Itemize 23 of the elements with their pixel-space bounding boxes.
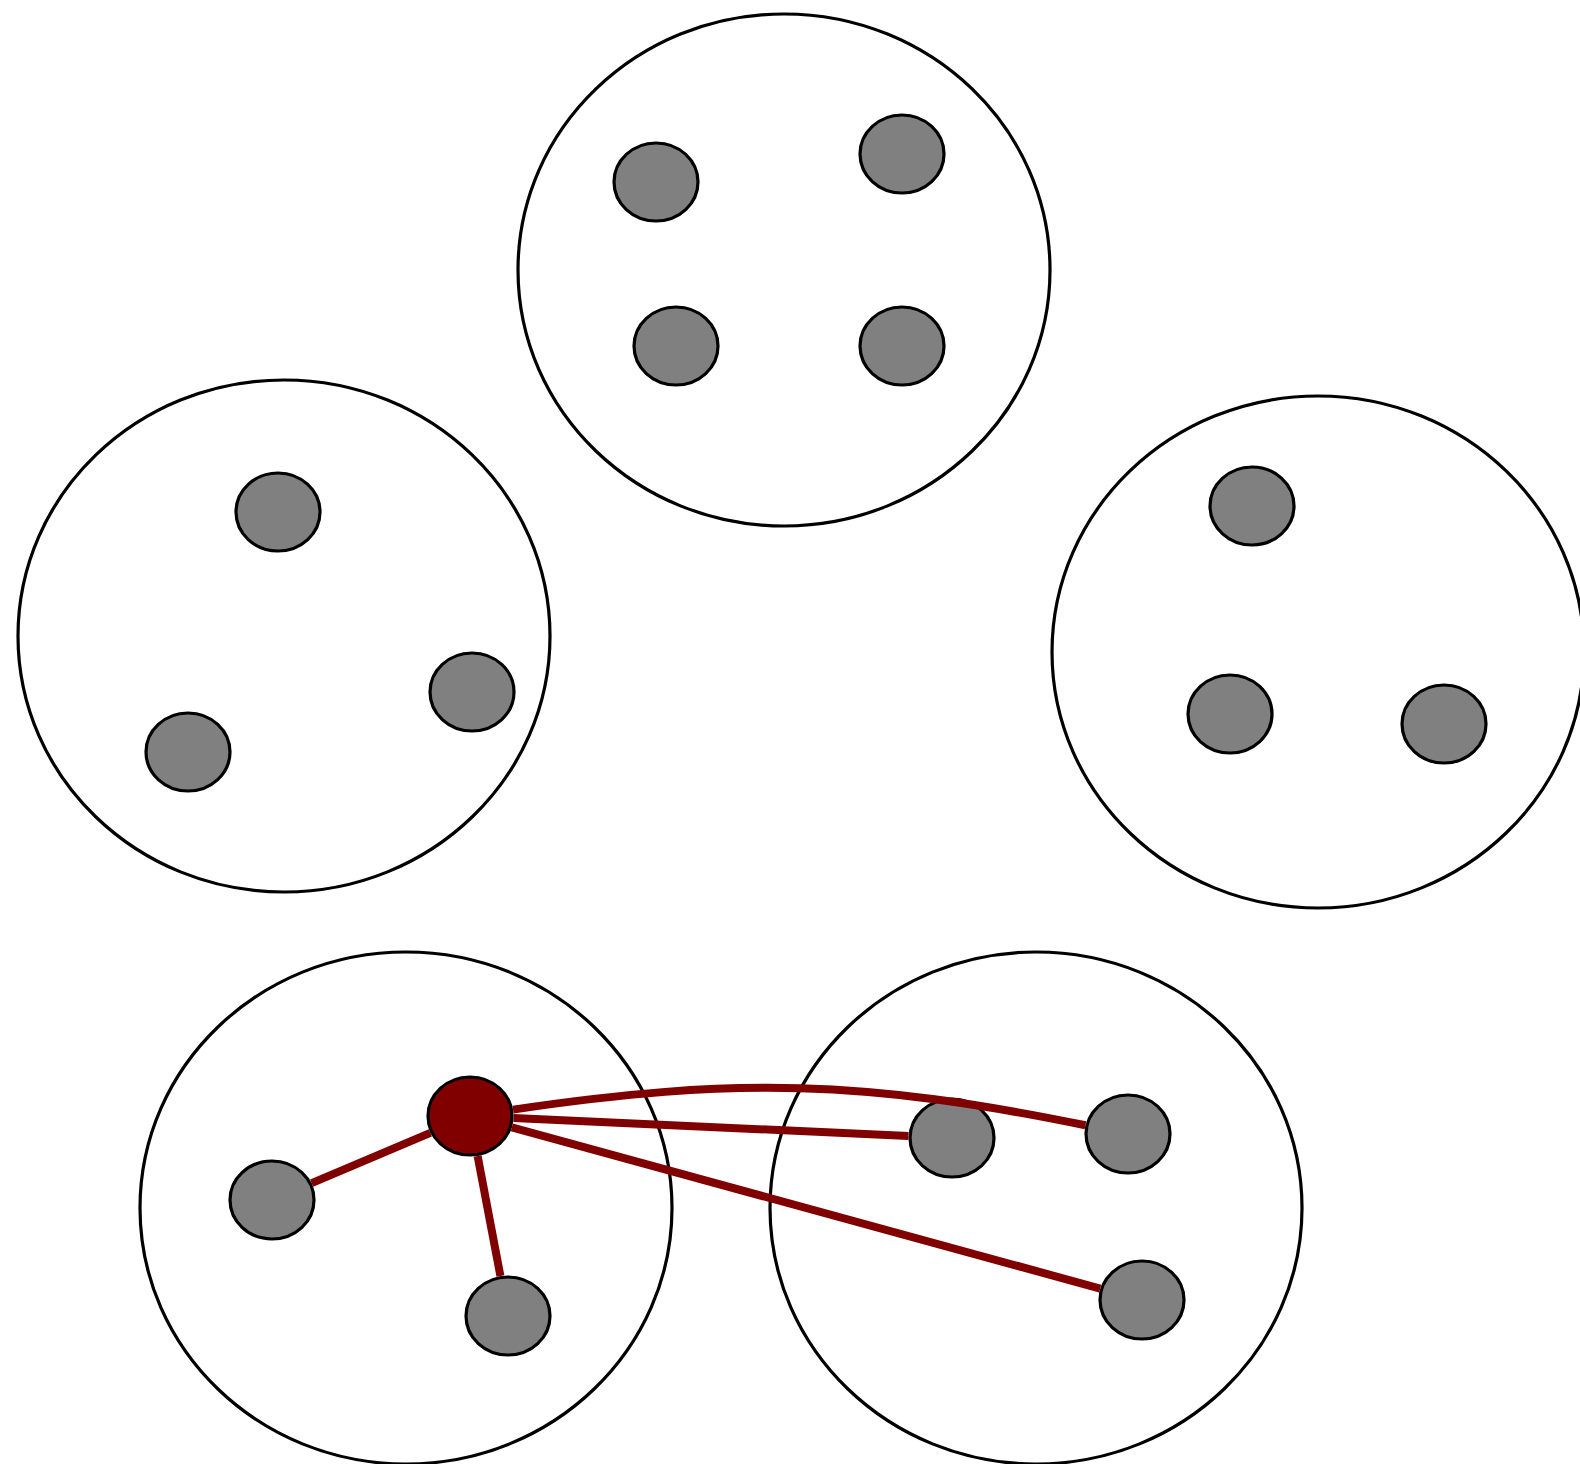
- dot: [858, 305, 946, 387]
- connector-line: [513, 1114, 909, 1140]
- dot: [1186, 673, 1274, 755]
- highlighted-dot: [426, 1075, 514, 1157]
- dot: [228, 1159, 316, 1241]
- dot: [234, 471, 322, 553]
- dot: [428, 651, 516, 733]
- dot: [144, 711, 232, 793]
- dot: [1084, 1093, 1172, 1175]
- dot: [1208, 465, 1296, 547]
- group-circle: [516, 12, 1052, 528]
- connector-line: [473, 1155, 505, 1277]
- connector-line: [310, 1129, 432, 1187]
- connector-line: [512, 1083, 1087, 1130]
- connector-line: [510, 1123, 1102, 1293]
- dot: [464, 1275, 552, 1357]
- dot: [908, 1097, 996, 1179]
- dot: [858, 113, 946, 195]
- dot: [1098, 1259, 1186, 1341]
- dot: [612, 141, 700, 223]
- dot: [632, 305, 720, 387]
- dot: [1400, 683, 1488, 765]
- group-circle: [16, 378, 552, 894]
